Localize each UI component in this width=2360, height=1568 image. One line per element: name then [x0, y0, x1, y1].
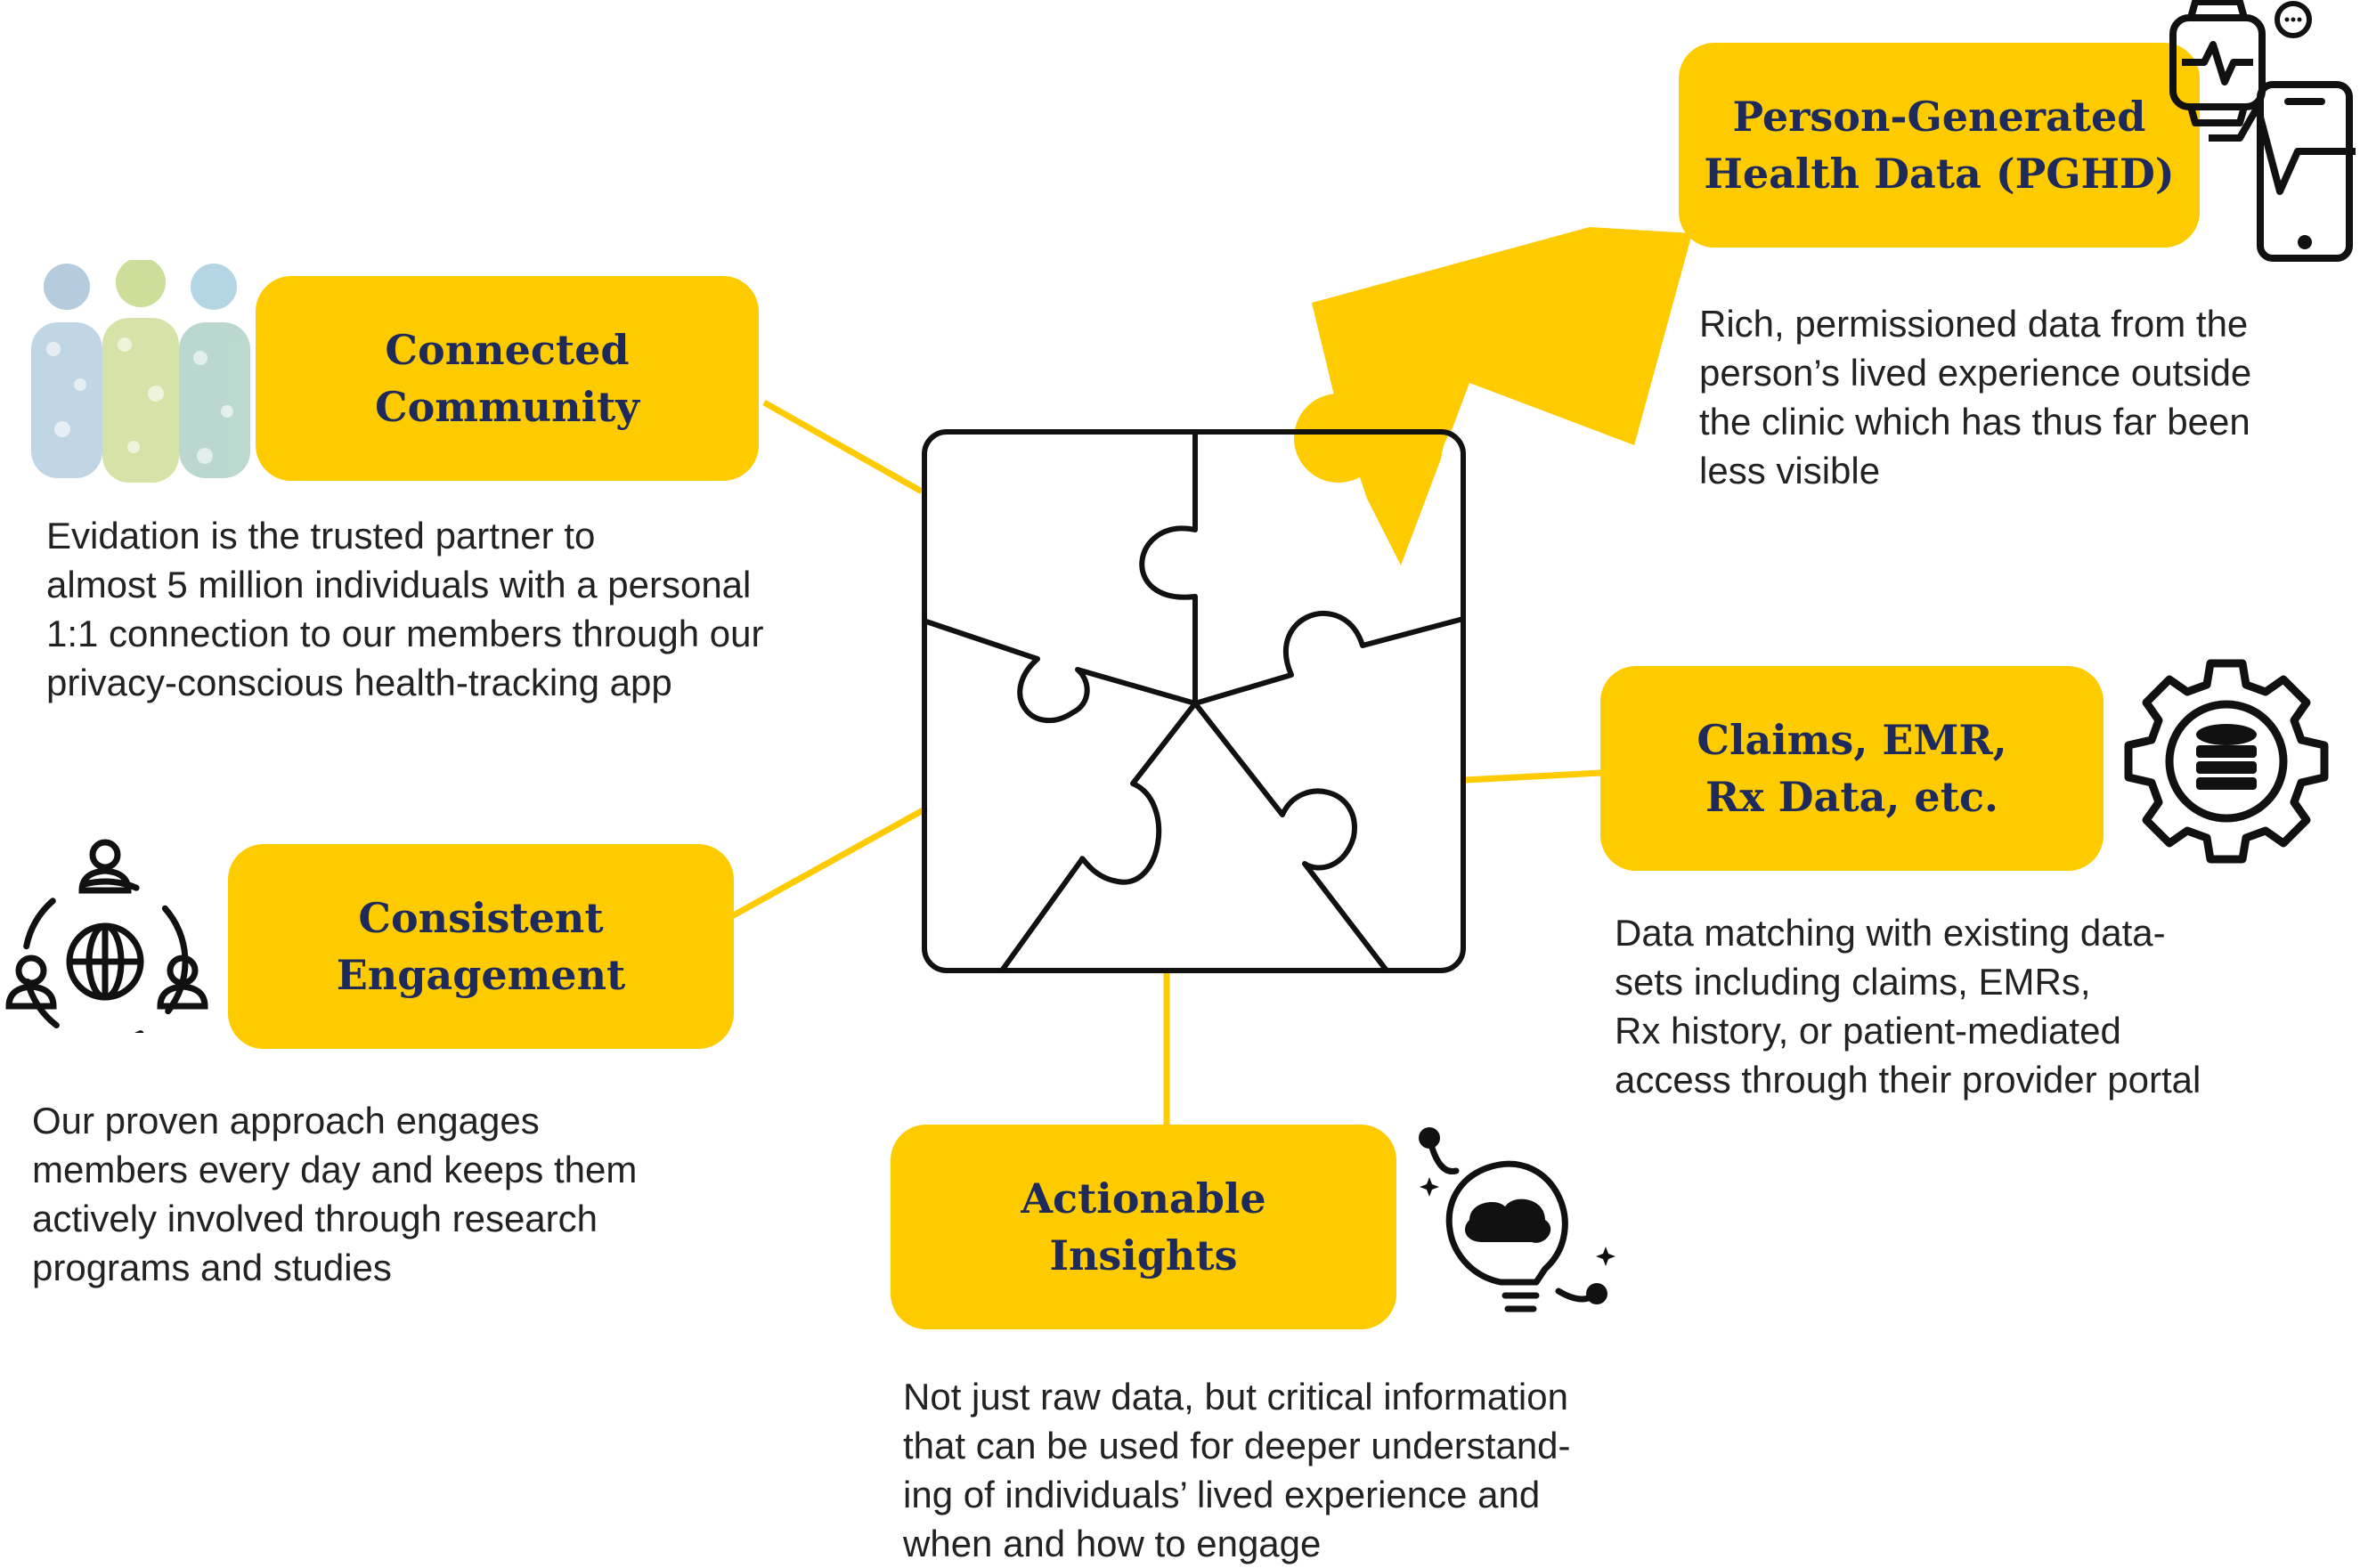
connector-claims — [1464, 769, 1602, 784]
engagement-box: Consistent Engagement — [228, 844, 734, 1049]
gear-database-icon — [2124, 659, 2329, 864]
puzzle-piece-yellow — [1294, 227, 1692, 565]
people-dots-icon — [31, 260, 250, 483]
claims-description: Data matching with existing data- sets i… — [1615, 912, 2201, 1101]
pghd-box: Person-Generated Health Data (PGHD) — [1679, 43, 2200, 248]
community-title: Connected Community — [375, 326, 639, 431]
engagement-description: Our proven approach engages members ever… — [32, 1100, 638, 1288]
connector-engagement — [728, 805, 928, 921]
claims-box: Claims, EMR, Rx Data, etc. — [1600, 666, 2104, 871]
insights-description: Not just raw data, but critical informat… — [903, 1376, 1571, 1564]
global-network-people-icon — [5, 839, 208, 1033]
lightbulb-brain-icon — [1419, 1127, 1615, 1312]
community-box: Connected Community — [256, 276, 759, 481]
insights-title: Actionable Insights — [1021, 1174, 1266, 1280]
claims-title: Claims, EMR, Rx Data, etc. — [1697, 716, 2007, 821]
engagement-title: Consistent Engagement — [336, 894, 626, 999]
central-puzzle-icon — [922, 429, 1466, 973]
insights-box: Actionable Insights — [891, 1125, 1396, 1329]
smartwatch-phone-icon — [2169, 0, 2356, 262]
pghd-description: Rich, permissioned data from the person’… — [1699, 303, 2252, 492]
connector-community — [762, 399, 924, 495]
community-description: Evidation is the trusted partner to almo… — [46, 515, 764, 703]
pghd-title: Person-Generated Health Data (PGHD) — [1704, 93, 2175, 198]
